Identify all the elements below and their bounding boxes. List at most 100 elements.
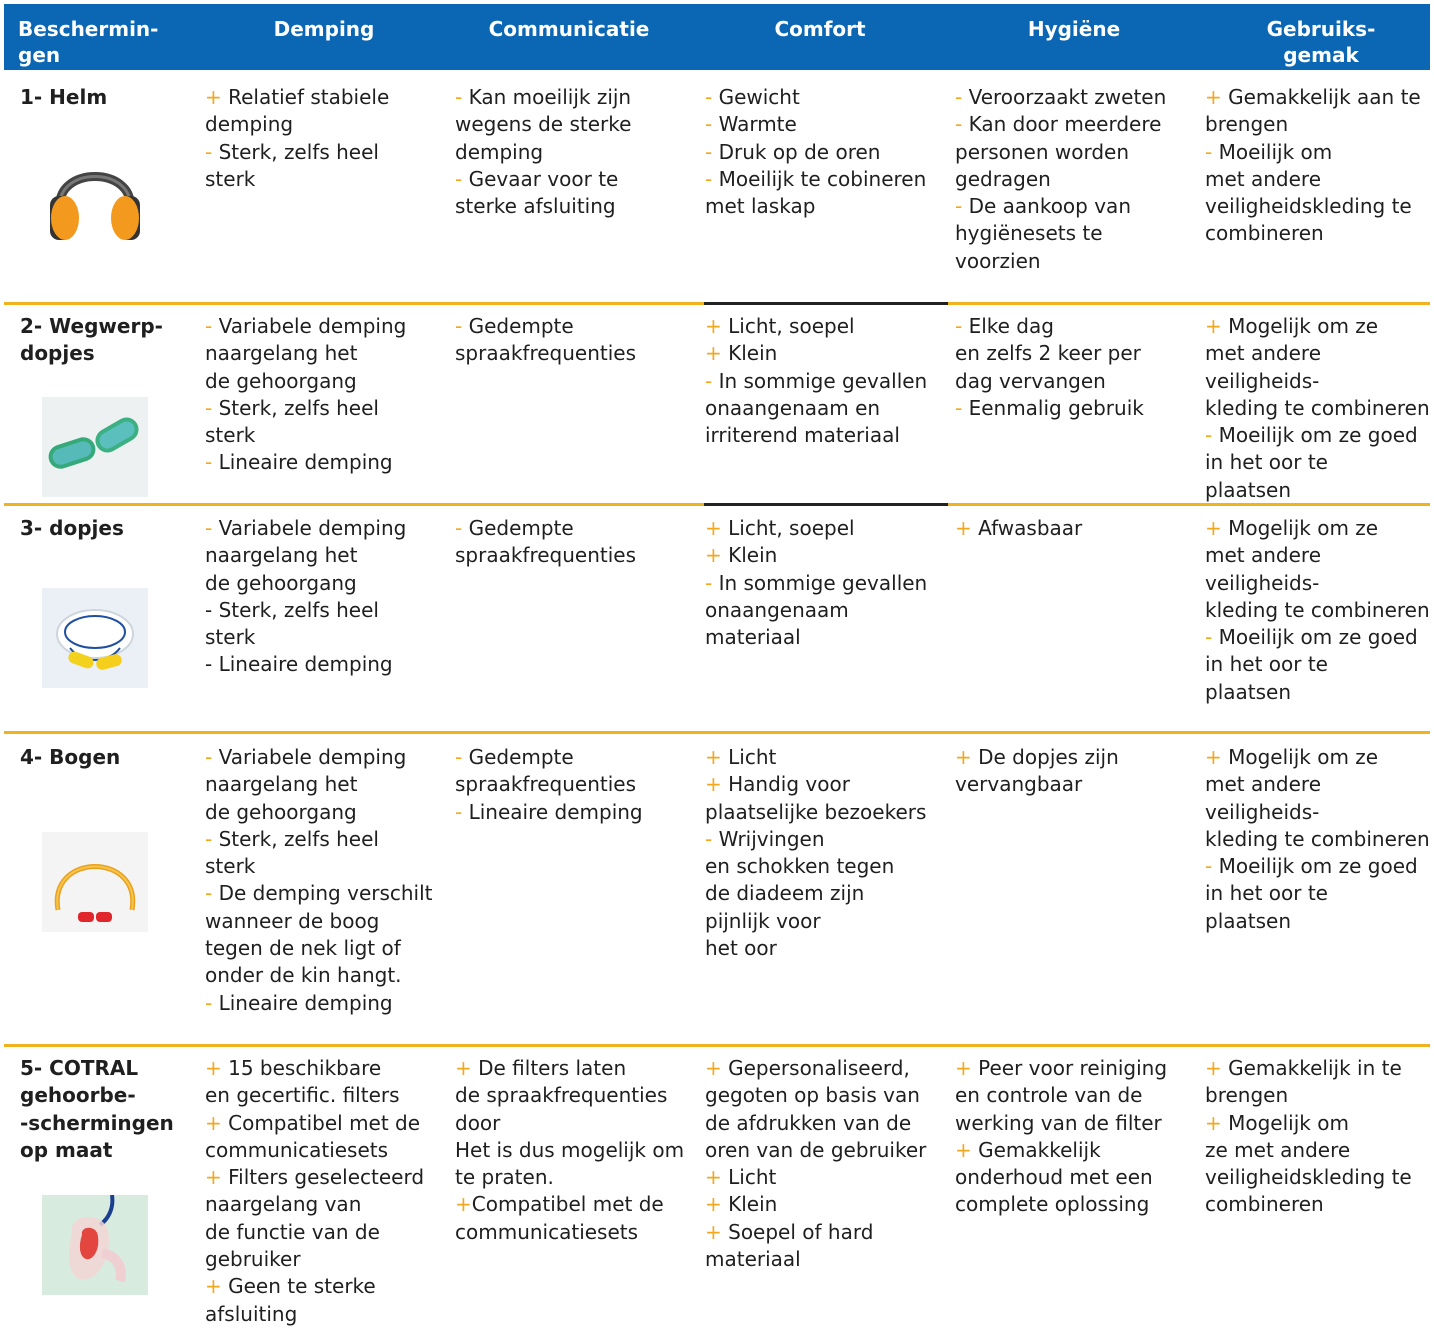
cell-item-text: Licht — [721, 1165, 777, 1190]
plus-sign: + — [205, 1056, 222, 1080]
cell-item: + Peer voor reiniging en controle van de… — [955, 1055, 1200, 1137]
cell-item: - Gedempte spraakfrequenties — [455, 313, 700, 368]
plus-sign: + — [955, 516, 972, 540]
cell-item-text: - Sterk, zelfs heel sterk — [205, 597, 379, 650]
cell-item-text: Moeilijk te cobineren met laskap — [705, 166, 927, 219]
row-divider — [4, 1044, 1430, 1047]
cell-item-text: Kan moeilijk zijn wegens de sterke dempi… — [455, 85, 632, 164]
cell-item-text: Gedempte spraakfrequenties — [455, 745, 637, 797]
plus-sign: + — [705, 1056, 722, 1080]
plus-sign: + — [705, 314, 722, 338]
minus-sign: - — [1205, 423, 1213, 448]
cell-item: + De dopjes zijn vervangbaar — [955, 744, 1200, 799]
cell-item: + Licht — [705, 1164, 950, 1191]
cell-item: - Variabele demping naargelang het de ge… — [205, 313, 445, 395]
minus-sign: - — [1205, 625, 1213, 650]
cell-item: + Klein — [705, 542, 950, 569]
cell-item: - Moeilijk om ze goed in het oor te plaa… — [1205, 422, 1430, 504]
minus-sign: - — [1205, 139, 1213, 164]
cell-item-text: Variabele demping naargelang het de geho… — [205, 745, 407, 824]
minus-sign: - — [705, 826, 713, 851]
row-label: 3- dopjes — [20, 516, 124, 540]
cell-item: - Gewicht — [705, 84, 950, 111]
cell-item-text: Compatibel met de communicatiesets — [455, 1192, 664, 1244]
minus-sign: - — [205, 139, 213, 164]
cell-comfort: - Gewicht- Warmte- Druk op de oren- Moei… — [705, 84, 950, 220]
cell-item: + Mogelijk om ze met andere veiligheidsk… — [1205, 1110, 1430, 1219]
cell-item: - Warmte — [705, 111, 950, 138]
cell-communicatie: + De filters laten de spraakfrequenties … — [455, 1055, 700, 1246]
cell-item: +Compatibel met de communicatiesets — [455, 1191, 700, 1246]
minus-sign: - — [705, 85, 713, 109]
row-divider — [4, 731, 1430, 734]
cell-item: - Lineaire demping — [205, 990, 445, 1017]
plus-sign: + — [705, 1165, 722, 1190]
cell-item: - De demping verschilt wanneer de boog t… — [205, 880, 445, 989]
minus-sign: - — [705, 139, 713, 164]
cell-item: - Elke dag en zelfs 2 keer per dag verva… — [955, 313, 1200, 395]
cell-item-text: Druk op de oren — [712, 139, 881, 164]
cell-item-text: Licht — [721, 745, 777, 769]
cell-comfort: + Gepersonaliseerd, gegoten op basis van… — [705, 1055, 950, 1273]
cell-item: - Sterk, zelfs heel sterk — [205, 597, 445, 652]
row-label: 4- Bogen — [20, 745, 121, 769]
cell-item: + Mogelijk om ze met andere veiligheids-… — [1205, 744, 1430, 853]
cell-item-text: Elke dag en zelfs 2 keer per dag vervang… — [955, 314, 1141, 393]
plus-sign: + — [955, 1137, 972, 1162]
plus-sign: + — [205, 1165, 222, 1190]
cell-item-text: Eenmalig gebruik — [962, 395, 1144, 420]
cell-item: - Eenmalig gebruik — [955, 395, 1200, 422]
cell-item-text: Variabele demping naargelang het de geho… — [205, 516, 407, 595]
cell-item: + Afwasbaar — [955, 515, 1200, 542]
minus-sign: - — [455, 516, 463, 540]
cell-communicatie: - Gedempte spraakfrequenties- Lineaire d… — [455, 744, 700, 826]
cell-communicatie: - Kan moeilijk zijn wegens de sterke dem… — [455, 84, 700, 220]
minus-sign: - — [455, 799, 463, 824]
minus-sign: - — [1205, 854, 1213, 879]
cell-item-text: Lineaire demping — [212, 990, 393, 1015]
cell-item-text: Sterk, zelfs heel sterk — [205, 139, 379, 191]
minus-sign: - — [205, 516, 213, 540]
cell-demping: - Variabele demping naargelang het de ge… — [205, 515, 445, 679]
minus-sign: - — [705, 112, 713, 137]
cell-item: - Sterk, zelfs heel sterk — [205, 826, 445, 881]
cell-item: + Gemakkelijk in te brengen — [1205, 1055, 1430, 1110]
cell-gebruiksgemak: + Mogelijk om ze met andere veiligheids-… — [1205, 313, 1430, 504]
cell-item-text: Gemakkelijk onderhoud met een complete o… — [955, 1137, 1153, 1217]
cell-comfort: + Licht+ Handig voor plaatselijke bezoek… — [705, 744, 950, 962]
cell-item-text: De filters laten de spraakfrequenties do… — [455, 1056, 685, 1190]
plus-sign: + — [1205, 1056, 1222, 1080]
cell-item-text: Sterk, zelfs heel sterk — [205, 395, 379, 448]
cell-item-text: Moeilijk om ze goed in het oor te plaats… — [1205, 423, 1418, 502]
cell-item: - Moeilijk om ze goed in het oor te plaa… — [1205, 853, 1430, 935]
plus-sign: + — [955, 745, 972, 769]
cell-item: - Sterk, zelfs heel sterk — [205, 395, 445, 450]
minus-sign: - — [455, 85, 463, 109]
cell-item: - De aankoop van hygiënesets te voorzien — [955, 193, 1200, 275]
minus-sign: - — [205, 881, 213, 906]
row-label: 5- COTRAL gehoorbe- -schermingen op maat — [20, 1056, 174, 1162]
cell-comfort: + Licht, soepel+ Klein- In sommige geval… — [705, 313, 950, 449]
plus-sign: + — [205, 1274, 222, 1299]
plus-sign: + — [455, 1192, 472, 1217]
minus-sign: - — [205, 826, 213, 851]
minus-sign: - — [955, 194, 963, 219]
cell-item: + De filters laten de spraakfrequenties … — [455, 1055, 700, 1191]
cell-item-text: Geen te sterke afsluiting — [205, 1274, 376, 1326]
cell-item-text: Lineaire demping — [212, 450, 393, 475]
cell-item-text: Mogelijk om ze met andere veiligheidskle… — [1205, 1110, 1412, 1217]
row-label: 1- Helm — [20, 85, 108, 109]
cell-item: + Handig voor plaatselijke bezoekers — [705, 771, 950, 826]
cell-item: - Lineaire demping — [205, 449, 445, 476]
cell-item: + Klein — [705, 340, 950, 367]
minus-sign: - — [955, 112, 963, 137]
cell-item-text: Filters geselecteerd naargelang van de f… — [205, 1165, 425, 1272]
header-communicatie: Communicatie — [488, 17, 650, 41]
minus-sign: - — [705, 570, 713, 595]
cell-item: - Veroorzaakt zweten — [955, 84, 1200, 111]
cell-item-text: Gedempte spraakfrequenties — [455, 516, 637, 568]
cell-hygiene: + De dopjes zijn vervangbaar — [955, 744, 1200, 799]
cell-item: - Gedempte spraakfrequenties — [455, 515, 700, 570]
cell-communicatie: - Gedempte spraakfrequenties — [455, 515, 700, 570]
cell-item-text: Licht, soepel — [721, 516, 855, 540]
